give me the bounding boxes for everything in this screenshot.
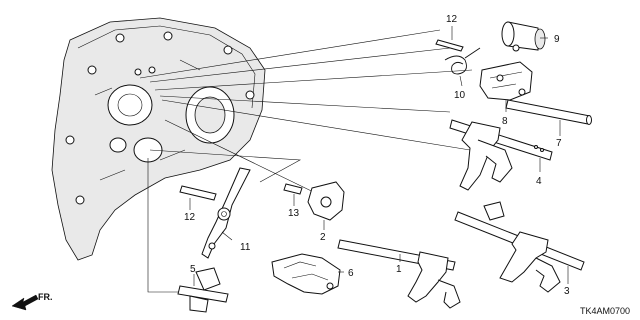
pin-part-12-top [435, 39, 464, 52]
shift-plate-part-6 [271, 253, 341, 295]
shift-fork-part-3 [454, 201, 585, 293]
callout-13: 13 [288, 208, 300, 219]
callout-1: 1 [396, 264, 402, 275]
shift-piece-part-2 [307, 181, 345, 221]
shift-fork-part-1 [337, 239, 461, 309]
shaft-part-7 [505, 99, 592, 125]
callout-12-top: 12 [446, 14, 458, 25]
shift-fork-part-4 [449, 119, 553, 191]
callout-2: 2 [320, 232, 326, 243]
callout-5: 5 [190, 264, 196, 275]
callout-12-left: 12 [184, 212, 196, 223]
callout-3: 3 [564, 286, 570, 297]
interlock-bracket-part-8 [479, 61, 533, 101]
callouts: 12 9 10 8 7 4 3 1 2 13 12 11 6 5 [184, 14, 570, 297]
callout-7: 7 [556, 138, 562, 149]
callout-8: 8 [502, 116, 508, 127]
detent-part-9 [501, 21, 546, 52]
callout-4: 4 [536, 176, 542, 187]
diagram-code: TK4AM0700 [580, 306, 630, 316]
front-direction-indicator: FR. [11, 292, 53, 311]
pin-part-13 [283, 183, 303, 195]
arrow-left-down-icon [11, 294, 39, 311]
pin-part-12-left [179, 185, 217, 201]
leader-lines [139, 29, 501, 293]
transmission-case [51, 17, 266, 261]
callout-11: 11 [240, 242, 251, 253]
direction-label: FR. [38, 292, 53, 302]
callout-9: 9 [554, 34, 560, 45]
shift-fork-part-5 [177, 267, 229, 313]
spring-part-10 [444, 47, 481, 75]
callout-10: 10 [454, 90, 466, 101]
shift-lever-part-11 [201, 167, 251, 259]
callout-6: 6 [348, 268, 354, 279]
callout-leaders [189, 26, 569, 286]
